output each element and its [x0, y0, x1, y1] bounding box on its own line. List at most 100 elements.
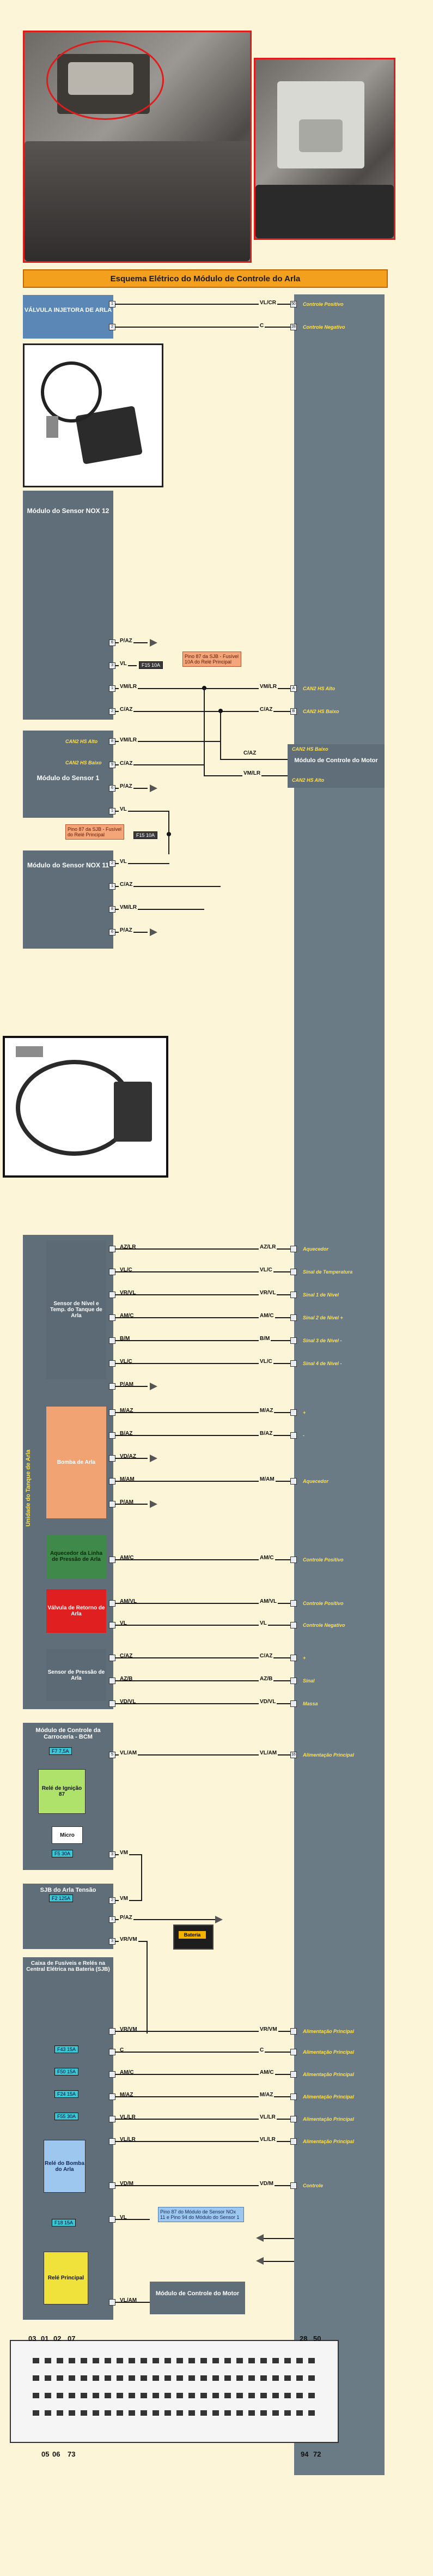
connector-pin: [69, 2393, 75, 2398]
wire: [115, 2074, 295, 2075]
wire: [204, 688, 205, 775]
wire-label: VL/AM: [119, 2297, 138, 2303]
note: Pino 87 do Módulo de Sensor NOx 11 e Pin…: [158, 2207, 244, 2222]
signal-label: Alimentação Principal: [303, 2049, 355, 2055]
motor-bottom-label: Módulo de Controle do Motor: [155, 2290, 240, 2297]
connector-pin: [248, 2410, 255, 2416]
rele-principal-box: Relé Principal: [44, 2252, 88, 2304]
connector-pin: [105, 2375, 111, 2381]
connector-pin: [296, 2393, 303, 2398]
wire: [115, 1248, 295, 1250]
fuse-label: F18 15A: [52, 2219, 76, 2227]
connector-pin: [69, 2410, 75, 2416]
signal-label: Controle Positivo: [303, 1601, 344, 1606]
connector-pin: [260, 2393, 267, 2398]
valvula-retorno-box: Válvula de Retorno de Arla: [46, 1589, 106, 1633]
connector-pin-number: 02: [53, 2334, 62, 2343]
signal-label: CAN2 HS Baixo: [303, 709, 339, 714]
connector-pin: [33, 2358, 39, 2363]
wire: [115, 1317, 295, 1318]
connector-pin: [105, 2358, 111, 2363]
connector-pin: [45, 2410, 51, 2416]
wire: [115, 764, 204, 765]
pin: [290, 1600, 297, 1607]
connector-pin: [224, 2375, 231, 2381]
signal-label: Alimentação Principal: [303, 2094, 355, 2100]
arrow-icon: [215, 1916, 223, 1923]
pin: [290, 2028, 297, 2035]
connector-pin: [284, 2358, 291, 2363]
wire-label: AM/C: [259, 1555, 275, 1561]
connector-pin: [129, 2358, 135, 2363]
connector-pin: [117, 2410, 123, 2416]
connector-pin: [57, 2358, 63, 2363]
connector-pin: [200, 2393, 207, 2398]
connector-pin: [141, 2358, 147, 2363]
connector-pin: [236, 2375, 243, 2381]
connector-pin-number: 72: [313, 2450, 321, 2458]
signal-label: Aquecedor: [303, 1479, 329, 1484]
wire-label: VL/LR: [259, 2137, 277, 2143]
wire-label: VR/VL: [119, 1290, 137, 1296]
pin: 8: [109, 906, 115, 913]
connector-pin: [176, 2393, 183, 2398]
signal-label: Massa: [303, 1701, 318, 1706]
pin: [290, 1655, 297, 1661]
engine-module-bus: [294, 294, 385, 2475]
wire: [115, 1680, 295, 1681]
pin: [290, 1478, 297, 1485]
tanque-label: Unidade do Tanque de Arla: [25, 1449, 32, 1527]
connector-pin: [308, 2358, 315, 2363]
wire-label: VM/LR: [242, 770, 262, 776]
connector-pin-number: 03: [28, 2334, 36, 2343]
wire: [115, 886, 221, 887]
fuse-label: F43 15A: [54, 2046, 79, 2053]
connector-pin: [248, 2393, 255, 2398]
wire-label: VL: [119, 1620, 128, 1626]
diagram-title: Esquema Elétrico do Módulo de Controle d…: [23, 269, 388, 288]
wire-label: P/AZ: [119, 1915, 133, 1921]
wire-label: C/AZ: [119, 707, 134, 713]
pin: 2: [109, 708, 115, 715]
connector-pin: [117, 2375, 123, 2381]
connector-pin: [153, 2358, 159, 2363]
wire-label: C: [119, 2047, 125, 2053]
wire: [115, 304, 295, 305]
connector-pin: [141, 2375, 147, 2381]
fuse-label: F5 30A: [52, 1850, 74, 1857]
wire: [115, 1458, 148, 1459]
pin: [290, 2094, 297, 2100]
wire-label: M/AZ: [119, 1408, 135, 1414]
connector-pin: [296, 2410, 303, 2416]
pin: 2: [109, 1897, 115, 1904]
signal-label: CAN2 HS Alto: [303, 686, 336, 691]
wire-label: AM/VL: [119, 1598, 138, 1604]
wire: [147, 1941, 148, 2034]
signal-label: Sinal 1 de Nível: [303, 1292, 339, 1298]
connector-pin: [33, 2393, 39, 2398]
connector-pin: [236, 2410, 243, 2416]
arrow-icon: [150, 639, 157, 647]
connector-pin: [212, 2393, 219, 2398]
wire: [115, 2052, 295, 2053]
wire-label: B/M: [119, 1336, 131, 1342]
wire-label: VL/LR: [119, 2137, 137, 2143]
connector-pin: [45, 2358, 51, 2363]
rele-bomba-box: Relé do Bomba do Arla: [44, 2140, 86, 2193]
connector-pin: [212, 2410, 219, 2416]
signal-label: CAN2 HS Baixo: [65, 760, 102, 765]
connector-pin: [45, 2375, 51, 2381]
wire: [115, 1754, 295, 1755]
wire: [115, 1657, 295, 1658]
wire-label: AM/C: [119, 2070, 135, 2076]
connector-pin-number: 05: [41, 2450, 50, 2458]
battery-icon: Bateria: [173, 1925, 214, 1950]
wire-label: P/AM: [119, 1381, 135, 1387]
connector-pin: [69, 2375, 75, 2381]
pin: A: [290, 685, 297, 692]
wire-label: VL: [119, 806, 128, 812]
wire: [220, 711, 221, 760]
nox12-label: Módulo do Sensor NOX 12: [27, 507, 109, 515]
ecm-connector: [10, 2340, 339, 2443]
connector-pin: [260, 2410, 267, 2416]
